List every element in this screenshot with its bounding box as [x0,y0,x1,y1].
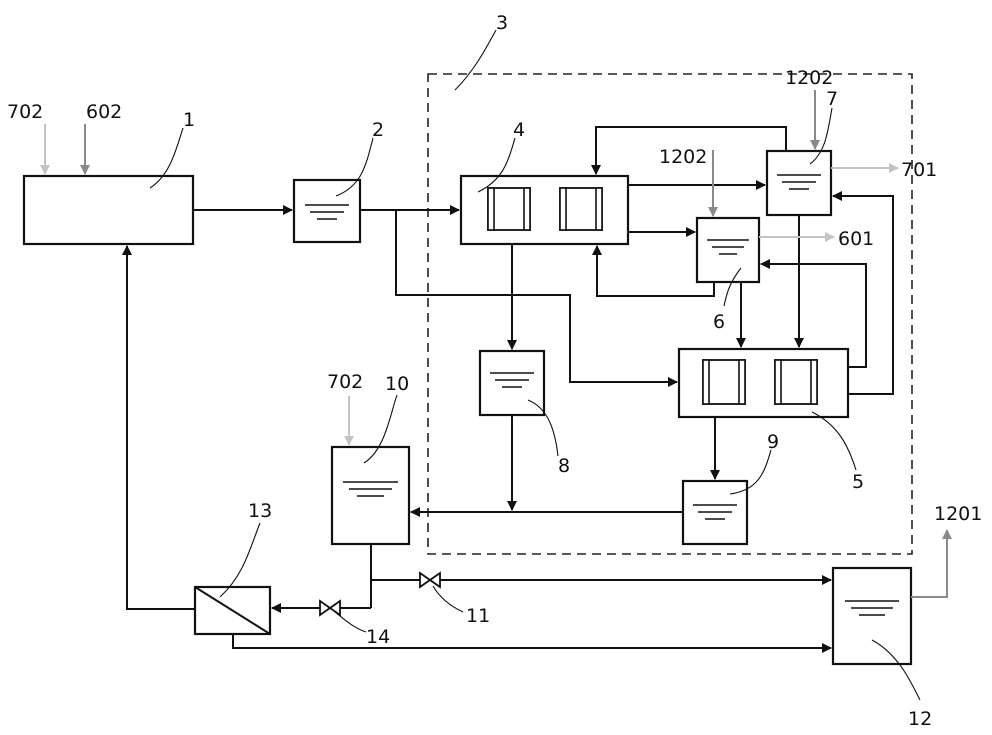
valve-14[interactable] [319,599,341,617]
label-4: 4 [513,119,525,141]
label-11: 11 [466,605,490,627]
flow-13-to-1 [122,245,195,610]
stream-label-701: 701 [901,159,937,181]
tank-12 [831,566,913,666]
leader-9 [729,449,772,495]
flow-7-to-4 [591,126,787,175]
leader-8 [527,399,559,457]
label-12: 12 [908,708,932,730]
stream-label-702-left: 702 [7,101,43,123]
stream-label-702-tank10: 702 [327,371,363,393]
flow-2-to-5 [395,210,678,387]
leader-2 [335,137,374,197]
tank-10 [330,445,411,546]
label-6: 6 [713,311,725,333]
flow-6-to-4 [592,245,715,297]
label-8: 8 [558,455,570,477]
membrane-filter-13 [193,585,272,636]
leader-1 [149,127,184,189]
leader-7 [809,107,833,165]
leader-6 [723,267,742,307]
unit-1-box [22,174,195,246]
stream-label-1201: 1201 [934,503,982,525]
stream-label-601: 601 [838,228,874,250]
stream-label-602: 602 [86,101,122,123]
label-13: 13 [248,500,272,522]
label-14: 14 [366,626,390,648]
label-1: 1 [183,109,195,131]
tank-8 [478,349,546,417]
tank-7 [765,149,833,217]
flow-5-to-6 [760,259,867,368]
tank-6 [695,216,761,284]
tank-9 [681,479,749,546]
leader-14 [334,611,367,633]
label-9: 9 [767,431,779,453]
leader-4 [477,137,516,193]
stream-1201-arrow [911,529,952,598]
label-10: 10 [385,373,409,395]
label-3: 3 [496,12,508,34]
label-5: 5 [852,471,864,493]
leader-13 [219,522,261,598]
flow-5-to-7 [832,191,894,395]
leader-3 [454,29,497,91]
label-7: 7 [826,88,838,110]
tank-2 [292,178,362,244]
leader-12 [871,639,921,701]
valve-11[interactable] [419,571,441,589]
leader-10 [363,394,398,464]
membrane-unit-4 [459,174,630,246]
leader-5 [811,411,857,471]
stream-label-1202-mid: 1202 [659,146,707,168]
label-2: 2 [372,119,384,141]
stream-label-1202-top: 1202 [785,67,833,89]
system-boundary-3 [427,73,913,555]
leader-11 [432,585,464,613]
flow-13-to-12 [232,634,832,653]
membrane-unit-5 [677,347,850,419]
